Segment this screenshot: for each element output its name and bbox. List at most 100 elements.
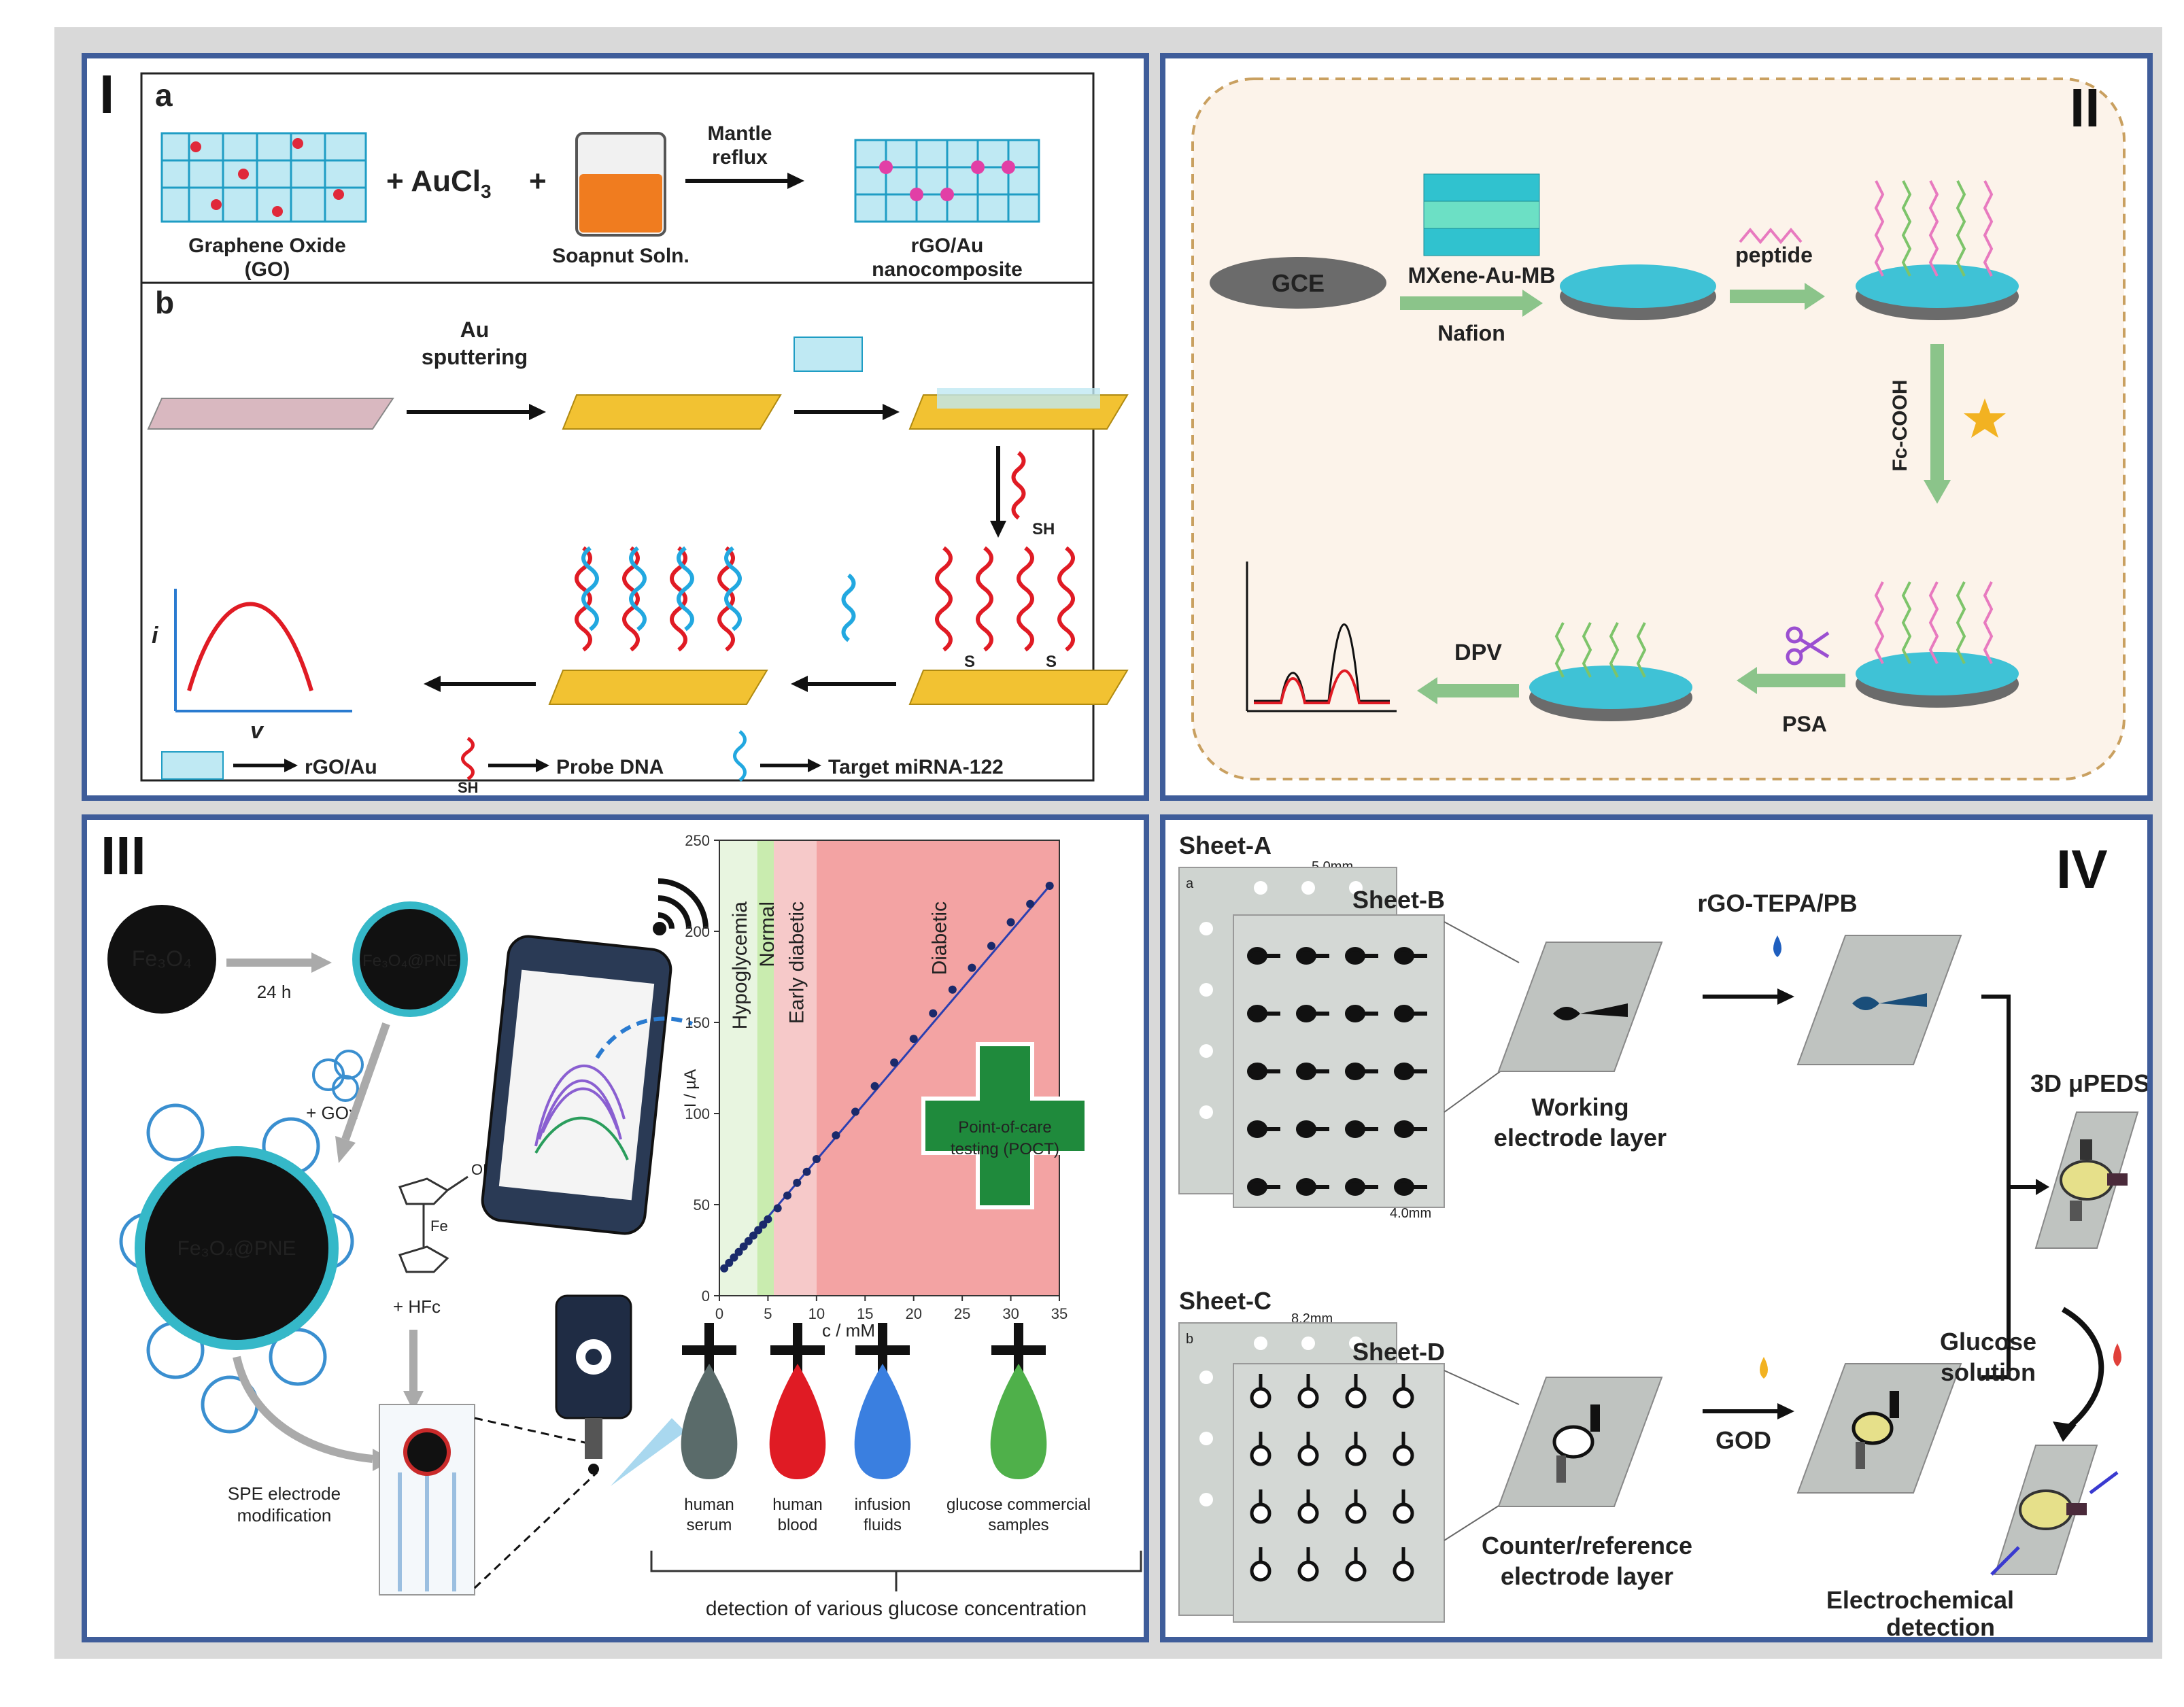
- data-point: [764, 1215, 772, 1224]
- detection-device-print: [1990, 1471, 2119, 1576]
- glucose-label-1: Glucose: [1940, 1328, 2036, 1356]
- legend-arrow-3: [760, 759, 821, 772]
- spe-label-2: modification: [237, 1505, 332, 1525]
- aucl3-label: + AuCl3: [386, 165, 492, 202]
- working-electrode-pattern: [1247, 947, 1280, 965]
- rgo-layer-sheet: [1796, 935, 1962, 1065]
- data-point: [832, 1131, 840, 1140]
- working-electrode-pattern: [1247, 1178, 1280, 1196]
- data-point: [890, 1058, 899, 1067]
- legend-rgo-icon: [161, 751, 224, 780]
- panel-i-drawing: I a b Graphene Oxide (GO) + AuCl3 + Soap…: [99, 64, 1129, 795]
- graphene-oxide-sheet: [160, 132, 367, 223]
- working-electrode-pattern: [1296, 1005, 1329, 1022]
- working-electrode-pattern: [1345, 947, 1378, 965]
- god-arrow: [1703, 1403, 1794, 1419]
- region-band: [719, 840, 757, 1296]
- working-electrode-pattern: [1247, 1120, 1280, 1138]
- working-electrode-pattern: [1296, 1120, 1329, 1138]
- region-band: [774, 840, 817, 1296]
- fc-label: Fc-COOH: [1889, 380, 1911, 472]
- sample-drop-icon: [769, 1364, 826, 1479]
- data-point: [725, 1258, 734, 1267]
- sputter-arrow: [407, 404, 546, 420]
- sheet-b-grid: [1233, 914, 1445, 1208]
- working-label-1: Working: [1531, 1093, 1628, 1121]
- working-label-2: electrode layer: [1494, 1124, 1667, 1152]
- x-tick-label: 5: [764, 1305, 772, 1322]
- dim-b-label: 4.0mm: [1390, 1206, 1431, 1221]
- counter-electrode-print: [1552, 1404, 1600, 1483]
- pne-core-large: [145, 1156, 328, 1340]
- sample-label-2: samples: [988, 1516, 1048, 1534]
- counter-electrode-pattern: [1393, 1502, 1414, 1524]
- working-electrode-pattern: [1394, 1063, 1427, 1080]
- panel-ii-roman: II: [2070, 77, 2100, 138]
- sheet-a-label: Sheet-A: [1179, 831, 1272, 859]
- legend-arrow-2: [488, 759, 549, 772]
- go-label-2: (GO): [245, 258, 290, 281]
- glucose-label-2: solution: [1941, 1358, 2036, 1386]
- dpv-arrow: [1417, 677, 1519, 704]
- data-point: [773, 1204, 782, 1213]
- counter-electrode-pattern: [1297, 1445, 1319, 1466]
- x-tick-label: 30: [1002, 1305, 1019, 1322]
- target-mirna-strand: [841, 573, 856, 642]
- data-point: [870, 1082, 879, 1090]
- data-point: [754, 1226, 763, 1235]
- sample-label-1: human: [772, 1496, 822, 1514]
- counter-electrode-pattern: [1345, 1445, 1367, 1466]
- rgo-electrode-print: [1852, 993, 1927, 1010]
- gce-label: GCE: [1272, 269, 1325, 297]
- poct-label-2: testing (POCT): [951, 1140, 1059, 1158]
- working-electrode-print: [1553, 1003, 1628, 1020]
- god-label: GOD: [1716, 1426, 1771, 1454]
- soapnut-beaker: [575, 132, 666, 237]
- panel-ii: II GCE MXene-Au-MB Nafion peptide Fc-COO…: [1160, 53, 2153, 801]
- data-point: [1006, 918, 1015, 927]
- data-point: [851, 1107, 859, 1116]
- glucose-arrowhead: [2053, 1421, 2077, 1442]
- counter-electrode-pattern: [1297, 1560, 1319, 1582]
- panel-iv-drawing: IV Sheet-A 5.0mm a Sheet-B 4.0mm Working…: [1178, 831, 2147, 1637]
- peptide-label: peptide: [1735, 243, 1813, 267]
- legend-rgo-label: rGO/Au: [305, 756, 377, 778]
- counter-electrode-pattern: [1393, 1445, 1414, 1466]
- scissors-icon: [1786, 626, 1830, 666]
- working-electrode-pattern: [1394, 1178, 1427, 1196]
- glucose-drop-icon: [2113, 1343, 2121, 1366]
- thiol-s-label-2: S: [1046, 653, 1057, 671]
- y-tick-label: 200: [685, 923, 710, 940]
- peptide-strands-fc: [1874, 581, 1994, 664]
- mxene-layer-3: [1856, 652, 2019, 695]
- data-point: [1045, 882, 1054, 890]
- mxene-label: MXene-Au-MB: [1408, 263, 1556, 288]
- substrate-plate: [147, 398, 394, 430]
- x-tick-label: 10: [808, 1305, 825, 1322]
- counter-electrode-pattern: [1345, 1560, 1367, 1582]
- working-layer-sheet: [1497, 942, 1663, 1072]
- chart-ylabel: I / µA: [681, 1069, 700, 1108]
- working-electrode-pattern: [1345, 1063, 1378, 1080]
- gox-enzyme-icon: [312, 1050, 364, 1102]
- counter-electrode-pattern: [1250, 1387, 1272, 1409]
- probe-plate: [908, 670, 1129, 705]
- mxene-layer-1: [1560, 264, 1716, 308]
- plot-frame: [719, 840, 1060, 1296]
- spe-label-1: SPE electrode: [228, 1483, 341, 1504]
- peptide-icon: [1739, 227, 1803, 245]
- data-point: [802, 1167, 811, 1176]
- x-tick-label: 20: [905, 1305, 921, 1322]
- dpv-label: DPV: [1454, 640, 1502, 666]
- x-tick-label: 35: [1051, 1305, 1068, 1322]
- panel-iii-drawing: III Fe₃O₄ 24 h Fe₃O₄@PNE + GOx Fe₃O₄@PNE…: [101, 825, 1142, 1620]
- counter-electrode-pattern: [1393, 1560, 1414, 1582]
- y-tick-label: 0: [702, 1288, 710, 1305]
- legend-sh-label: SH: [458, 779, 479, 795]
- panel-iii-roman: III: [101, 825, 146, 886]
- echem-label-2: detection: [1886, 1613, 1995, 1637]
- coating-arrow: [794, 404, 900, 420]
- samples-bracket: [650, 1551, 1142, 1591]
- hybrid-strands: [575, 546, 742, 652]
- rgo-arrow: [1703, 988, 1794, 1005]
